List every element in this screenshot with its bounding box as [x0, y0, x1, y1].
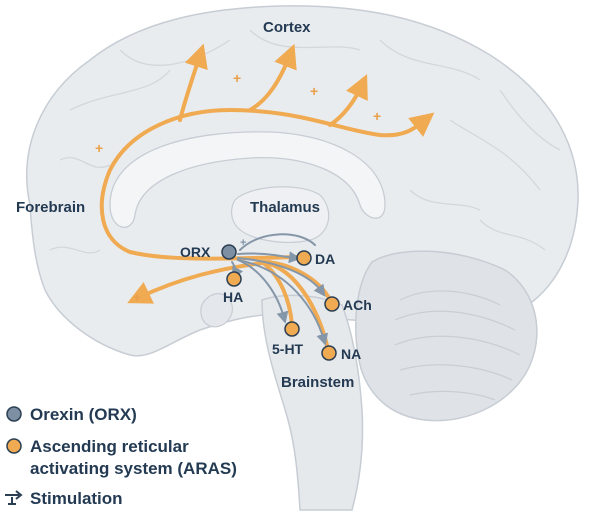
plus-mark: + [133, 289, 141, 305]
legend-stimulation-label: Stimulation [30, 489, 123, 508]
plus-marks: + + + + + + [95, 70, 381, 305]
legend: Orexin (ORX) Ascending reticular activat… [5, 405, 237, 508]
region-label-forebrain: Forebrain [16, 199, 85, 216]
gyri-lines [49, 29, 561, 254]
plus-mark: + [310, 83, 318, 99]
aras-path-forebrain-loop [99, 107, 435, 261]
plus-mark: + [233, 70, 241, 86]
orx-to-na [237, 259, 329, 346]
cerebellum-folia [394, 290, 521, 401]
brainstem-shape [261, 294, 364, 511]
brain-silhouette [26, 5, 579, 511]
plus-mark: + [240, 237, 246, 249]
legend-orexin-icon [6, 406, 22, 422]
corpus-callosum [109, 131, 386, 228]
nuclei: ORX DA HA ACh 5-HT NA [180, 244, 372, 362]
5ht-label: 5-HT [272, 341, 304, 357]
orx-label: ORX [180, 244, 211, 260]
aras-path-5ht [260, 260, 294, 327]
aras-path-cortex-1 [178, 43, 208, 122]
plus-mark: + [373, 108, 381, 124]
orexin-arrows [231, 233, 329, 346]
aras-path-cortex-3 [328, 74, 368, 127]
ach-node [324, 296, 340, 312]
na-node [321, 345, 337, 361]
orx-to-ach [237, 257, 326, 297]
legend-aras-icon [6, 438, 22, 454]
ach-label: ACh [343, 297, 372, 313]
region-label-thalamus: Thalamus [250, 199, 320, 216]
orx-node [221, 244, 237, 260]
da-node [296, 250, 312, 266]
legend-orexin-label: Orexin (ORX) [30, 405, 137, 424]
ha-node [226, 271, 242, 287]
region-label-brainstem: Brainstem [281, 374, 354, 391]
aras-path-cortex-2 [248, 43, 297, 112]
ha-label: HA [223, 289, 243, 305]
legend-aras-label-line2: activating system (ARAS) [30, 459, 237, 478]
orx-to-thalamus [239, 233, 316, 251]
plus-mark: + [95, 140, 103, 156]
legend-aras-label-line1: Ascending reticular [30, 437, 189, 456]
stimulation-arrow-icon [5, 490, 23, 505]
pituitary-shape [200, 293, 234, 328]
na-label: NA [341, 346, 361, 362]
da-label: DA [315, 251, 335, 267]
region-label-cortex: Cortex [263, 19, 311, 36]
orx-to-5ht [237, 259, 289, 324]
orx-to-da [237, 251, 301, 264]
5ht-node [284, 321, 300, 337]
